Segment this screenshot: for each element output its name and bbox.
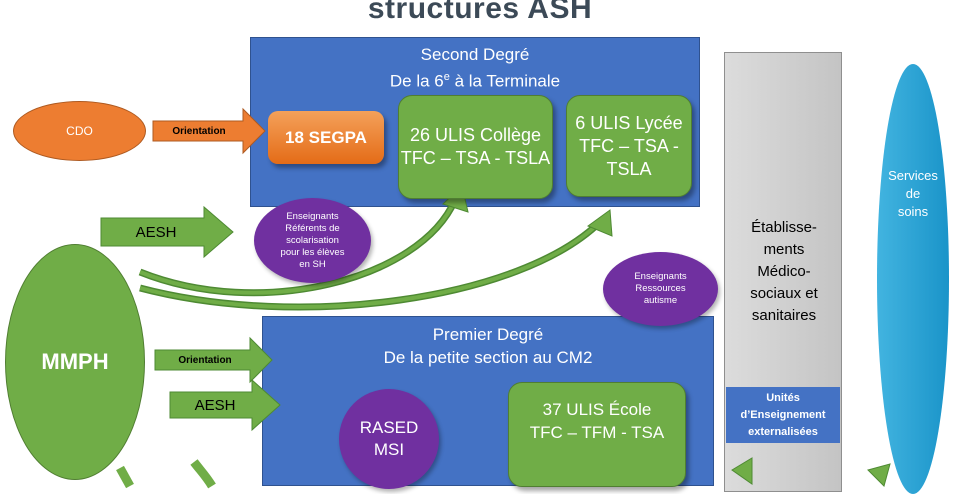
orientation-top-label: Orientation [172,125,226,137]
aesh-bottom-label: AESH [194,396,236,414]
page-title: structures ASH [367,0,593,25]
aesh-bottom-arrow [169,378,281,432]
mmph-ellipse: MMPH [5,244,145,480]
aesh-top-arrow [100,205,234,259]
segpa-label: 18 SEGPA [285,127,367,147]
services-soins-ellipse: Services de soins [877,64,949,494]
ressources-autisme-ellipse: Enseignants Ressources autisme [603,252,718,326]
referents-ellipse: Enseignants Référents de scolarisation p… [254,198,371,283]
second-degre-subheading: De la 6e à la Terminale [389,71,561,91]
aesh-top-label: AESH [135,223,177,241]
orientation-mid-arrow [154,336,273,384]
mmph-label: MMPH [41,349,109,374]
segpa-card: 18 SEGPA [268,111,384,164]
cdo-label: CDO [66,124,93,138]
ulis-college-card: 26 ULIS Collège TFC – TSA - TSLA [398,95,553,199]
premier-degre-heading: Premier Degré [432,325,544,344]
orientation-mid-label: Orientation [178,354,232,366]
cdo-ellipse: CDO [13,101,146,161]
medico-sociaux-label: Établisse- ments Médico- sociaux et sani… [750,219,818,324]
unites-enseignement-box: Unités d’Enseignement externalisées [726,387,840,443]
rased-ellipse: RASED MSI [339,389,439,489]
orientation-top-arrow [152,107,266,155]
ulis-lycee-card: 6 ULIS Lycée TFC – TSA - TSLA [566,95,692,197]
ulis-ecole-card: 37 ULIS École TFC – TFM - TSA [508,382,686,487]
second-degre-heading: Second Degré [420,45,530,64]
premier-degre-subheading: De la petite section au CM2 [383,348,593,367]
